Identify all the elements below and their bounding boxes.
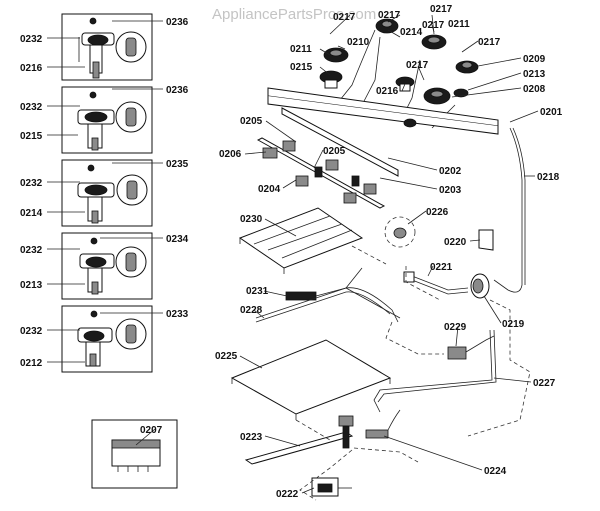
label-0212: 0212 (20, 358, 43, 369)
burner-cap-0211a (421, 34, 447, 50)
label-0214-m: 0214 (400, 27, 423, 38)
igniter-bracket-0223 (244, 415, 354, 465)
valve-box-0214 (61, 159, 153, 227)
burner-cap-0214 (375, 18, 399, 34)
label-0232-a: 0232 (20, 34, 43, 45)
ring-0226 (384, 216, 416, 248)
label-0217-f: 0217 (406, 60, 429, 71)
manifold-valves (262, 118, 417, 204)
label-0215: 0215 (20, 131, 43, 142)
watermark: AppliancePartsPros.com (212, 6, 376, 23)
label-0233: 0233 (166, 309, 189, 320)
label-0208: 0208 (523, 84, 546, 95)
label-0235: 0235 (166, 159, 189, 170)
label-0228: 0228 (240, 305, 263, 316)
burner-0216 (395, 76, 415, 92)
label-0232-b: 0232 (20, 102, 43, 113)
valve-box-0213 (61, 232, 153, 300)
burner-0215 (319, 70, 343, 89)
label-0226: 0226 (426, 207, 449, 218)
right-leaders (239, 14, 539, 494)
label-0232-d: 0232 (20, 245, 43, 256)
bracket-0220 (478, 229, 494, 251)
gas-tube-0218 (493, 127, 523, 293)
flame-spreader-0225 (230, 339, 392, 420)
label-0209: 0209 (523, 54, 546, 65)
label-0201: 0201 (540, 107, 563, 118)
part-labels: 0236 0232 0216 0236 0232 0215 0235 0232 … (20, 4, 563, 500)
label-0232-e: 0232 (20, 326, 43, 337)
label-0222: 0222 (276, 489, 299, 500)
label-0236-b: 0236 (166, 85, 189, 96)
label-0213-m: 0213 (523, 69, 546, 80)
heat-deflector-0230 (238, 207, 364, 274)
valve-box-0215 (61, 86, 153, 154)
orifice-0229 (447, 335, 495, 360)
dashed-guides (295, 245, 531, 501)
burner-cap-0211b (455, 60, 479, 74)
label-0231: 0231 (246, 286, 269, 297)
bake-tube-0227 (373, 329, 497, 413)
rod-0228 (255, 287, 399, 323)
label-0205-b: 0205 (323, 146, 346, 157)
label-0210: 0210 (347, 37, 370, 48)
label-0204: 0204 (258, 184, 281, 195)
label-0203: 0203 (439, 185, 462, 196)
label-0236-a: 0236 (166, 17, 189, 28)
left-leaders (47, 20, 163, 446)
label-0215-m: 0215 (290, 62, 313, 73)
valve-box-0216 (61, 13, 153, 81)
label-0227: 0227 (533, 378, 556, 389)
label-0220: 0220 (444, 237, 467, 248)
label-0218: 0218 (537, 172, 560, 183)
tube-0221 (403, 271, 469, 295)
label-0211-a: 0211 (448, 19, 470, 30)
label-0229: 0229 (444, 322, 467, 333)
label-0232-c: 0232 (20, 178, 43, 189)
label-0230: 0230 (240, 214, 263, 225)
pressure-regulator-0219 (470, 273, 490, 299)
label-0216-m: 0216 (376, 86, 399, 97)
label-0216: 0216 (20, 63, 43, 74)
burner-cap-0210 (323, 47, 349, 63)
label-0206: 0206 (219, 149, 242, 160)
label-0221: 0221 (430, 262, 453, 273)
safety-valve-0222 (311, 477, 352, 497)
label-0223: 0223 (240, 432, 263, 443)
label-0205-a: 0205 (240, 116, 263, 127)
label-0217-b: 0217 (378, 10, 401, 21)
label-0207: 0207 (140, 425, 163, 436)
label-0202: 0202 (439, 166, 462, 177)
valve-box-0207 (91, 419, 178, 489)
label-0213: 0213 (20, 280, 43, 291)
label-0214: 0214 (20, 208, 43, 219)
label-0224: 0224 (484, 466, 507, 477)
valve-box-0212 (61, 305, 153, 373)
label-0211-b: 0211 (290, 44, 312, 55)
label-0234: 0234 (166, 234, 189, 245)
label-0217-a: 0217 (333, 12, 356, 23)
label-0219: 0219 (502, 319, 525, 330)
label-0225: 0225 (215, 351, 238, 362)
burner-cap-0208 (423, 87, 451, 105)
igniter-0224 (365, 409, 401, 439)
label-0217-c: 0217 (430, 4, 453, 15)
label-0217-d: 0217 (422, 20, 445, 31)
label-0217-e: 0217 (478, 37, 501, 48)
